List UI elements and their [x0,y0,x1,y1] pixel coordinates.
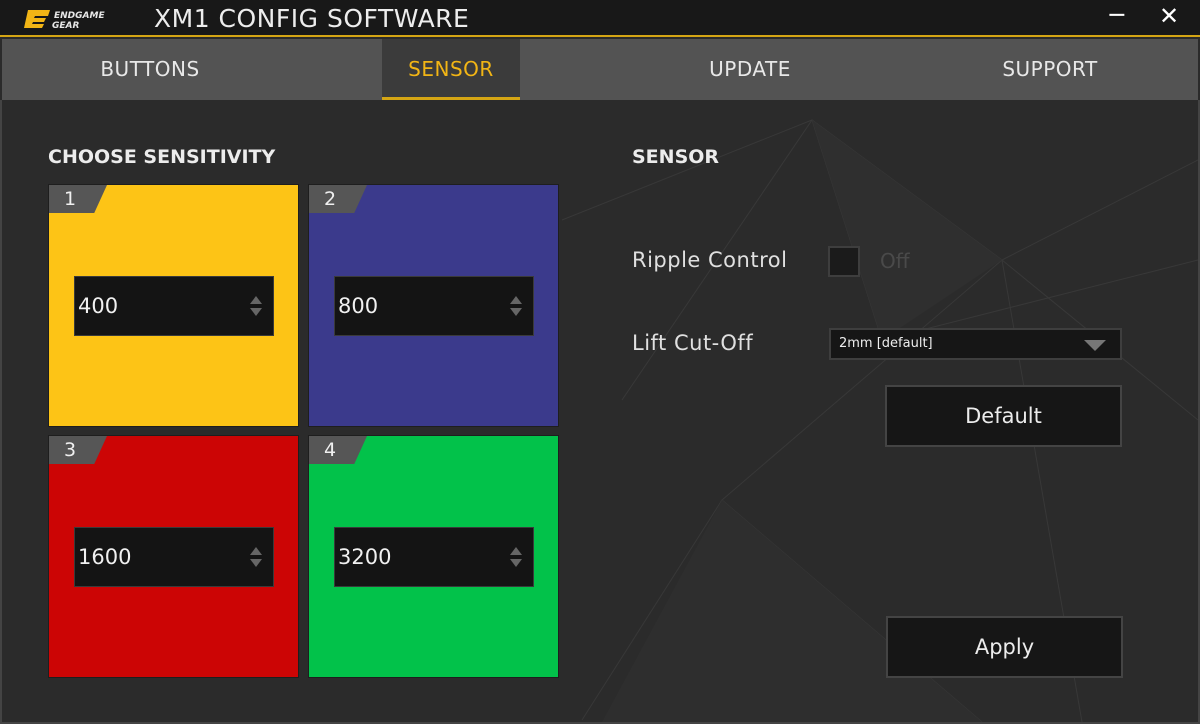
dpi-value: 400 [78,294,119,318]
tab-buttons[interactable]: BUTTONS [100,57,200,81]
dpi-value: 800 [338,294,379,318]
minimize-icon[interactable]: ─ [1109,1,1125,29]
sensor-heading: SENSOR [632,146,720,168]
svg-text:GEAR: GEAR [52,21,80,30]
level-number: 1 [49,185,107,213]
dpi-input[interactable]: 400 [74,276,274,336]
sensitivity-level-4[interactable]: 4 3200 [308,435,559,678]
dpi-input[interactable]: 800 [334,276,534,336]
sensor-panel: CHOOSE SENSITIVITY 1 400 2 800 3 1600 4 … [0,100,1200,724]
sensitivity-level-2[interactable]: 2 800 [308,184,559,427]
spinner-arrows-icon[interactable] [509,294,523,318]
default-button[interactable]: Default [885,385,1122,447]
tab-update[interactable]: UPDATE [709,57,791,81]
chevron-down-icon [1084,340,1106,351]
dpi-value: 1600 [78,545,132,569]
tab-sensor[interactable]: SENSOR [382,39,520,100]
spinner-arrows-icon[interactable] [509,545,523,569]
ripple-control-label: Ripple Control [632,248,788,272]
ripple-control-state: Off [880,249,910,273]
spinner-arrows-icon[interactable] [249,294,263,318]
dpi-value: 3200 [338,545,392,569]
lift-cutoff-label: Lift Cut-Off [632,331,754,355]
level-number: 4 [309,436,367,464]
window-title: XM1 CONFIG SOFTWARE [154,4,470,33]
endgame-gear-logo: ENDGAME GEAR [24,10,105,30]
spinner-arrows-icon[interactable] [249,545,263,569]
close-icon[interactable]: ✕ [1158,2,1180,30]
level-number: 2 [309,185,367,213]
lift-cutoff-value: 2mm [default] [839,336,933,351]
ripple-control-checkbox[interactable] [828,246,860,277]
tab-bar: BUTTONS SENSOR UPDATE SUPPORT [2,39,1198,100]
dpi-input[interactable]: 1600 [74,527,274,587]
level-number: 3 [49,436,107,464]
sensitivity-level-1[interactable]: 1 400 [48,184,299,427]
svg-text:ENDGAME: ENDGAME [54,11,105,21]
tab-support[interactable]: SUPPORT [1002,57,1098,81]
sensitivity-level-3[interactable]: 3 1600 [48,435,299,678]
lift-cutoff-dropdown[interactable]: 2mm [default] [829,328,1122,360]
title-bar: ENDGAME GEAR XM1 CONFIG SOFTWARE ─ ✕ [0,0,1200,37]
apply-button[interactable]: Apply [886,616,1123,678]
choose-sensitivity-heading: CHOOSE SENSITIVITY [48,146,276,168]
dpi-input[interactable]: 3200 [334,527,534,587]
